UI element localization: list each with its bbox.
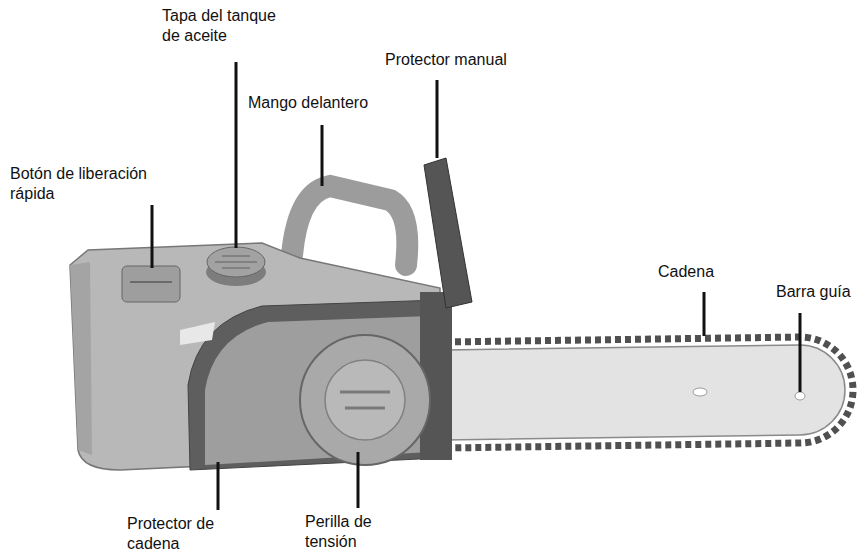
part-label: Mango delantero — [248, 93, 418, 113]
vent — [180, 322, 215, 345]
motor-housing — [70, 243, 440, 470]
part-label: Protector manual — [385, 50, 555, 70]
leader-line — [436, 80, 439, 158]
rear-cap — [70, 262, 92, 455]
part-label: Barra guía — [776, 282, 861, 302]
tension-knob — [300, 335, 430, 465]
part-label: Cadena — [658, 262, 748, 282]
leader-line — [235, 62, 238, 248]
leader-line — [703, 292, 706, 336]
chain-guard — [188, 300, 440, 470]
oil-cap — [207, 247, 265, 277]
hand-guard — [424, 158, 472, 308]
chain — [445, 337, 853, 448]
tension-knob-center — [325, 360, 405, 440]
leader-line — [217, 462, 220, 510]
front-handle — [292, 186, 407, 265]
leader-line — [357, 452, 360, 508]
release-button-groove — [130, 281, 172, 283]
leader-lines — [152, 62, 800, 510]
guide-bar — [445, 345, 845, 440]
leader-line — [151, 205, 154, 268]
part-label: Tapa del tanque de aceite — [162, 6, 287, 46]
oil-cap-ridges — [215, 256, 257, 268]
leader-line — [321, 125, 324, 186]
part-label: Botón de liberación rápida — [10, 164, 170, 204]
part-label: Perilla de tensión — [305, 512, 405, 552]
chain-guard-face — [205, 316, 430, 465]
part-label: Protector de cadena — [127, 514, 242, 554]
release-button — [122, 266, 180, 302]
leader-line — [799, 313, 802, 392]
bar-hole — [693, 388, 707, 396]
tension-knob-grip — [340, 392, 390, 408]
bar-hole — [795, 392, 805, 400]
